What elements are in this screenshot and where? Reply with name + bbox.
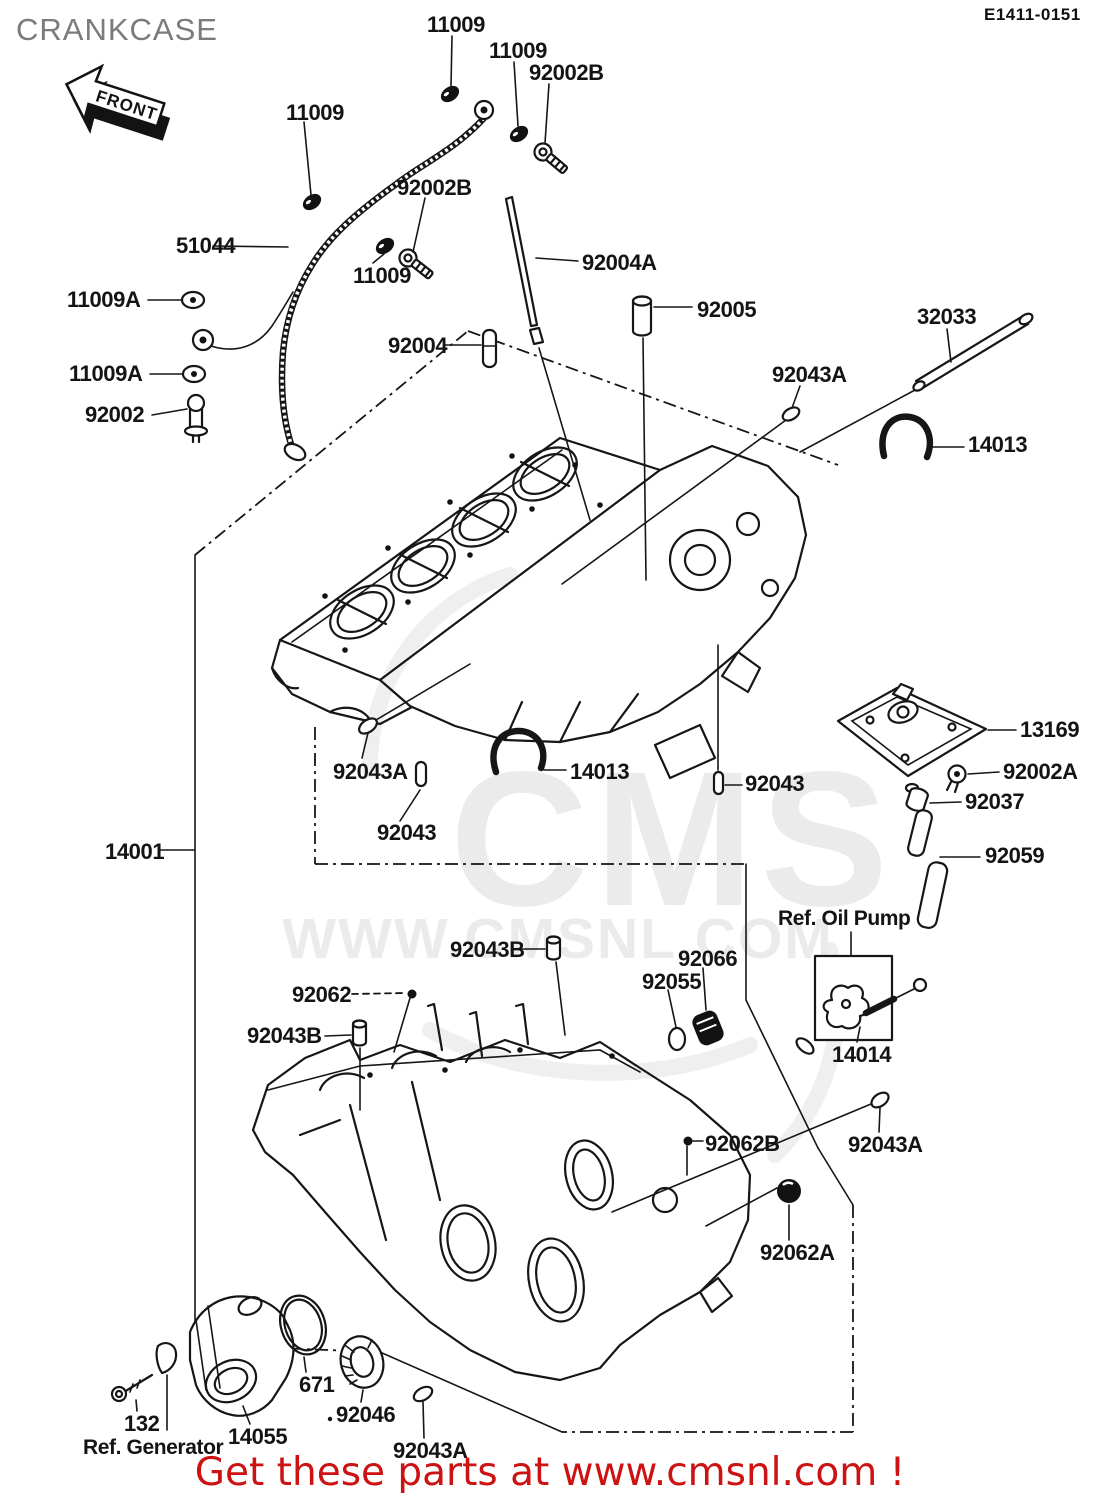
part-label-11009-c: 11009 bbox=[286, 100, 344, 125]
part-label-13169: 13169 bbox=[1020, 717, 1080, 742]
hose-92059 bbox=[907, 809, 949, 929]
rod-32033 bbox=[799, 312, 1034, 453]
part-label-11009a-a: 11009A bbox=[67, 287, 141, 312]
plug-92043a-mid bbox=[611, 1091, 890, 1213]
part-label-14013-b: 14013 bbox=[570, 759, 630, 784]
part-label-92055: 92055 bbox=[642, 969, 702, 994]
battery-cable-51044 bbox=[191, 99, 495, 462]
ring-halves-14013 bbox=[490, 413, 934, 776]
part-label-92002b-a: 92002B bbox=[529, 60, 604, 85]
cap-nuts-11009a bbox=[180, 290, 207, 384]
cms-watermark: CMS WWW.CMSNL.COM bbox=[282, 567, 895, 1163]
ring-92055 bbox=[667, 1026, 687, 1052]
pin-92004 bbox=[481, 328, 498, 369]
part-label-14055: 14055 bbox=[228, 1424, 288, 1449]
upper-crankcase-drawing bbox=[270, 436, 808, 780]
o-ring-671 bbox=[279, 1294, 327, 1356]
part-label-92005: 92005 bbox=[697, 297, 757, 322]
plug-92062a bbox=[705, 1179, 801, 1227]
part-label-92043b-a: 92043B bbox=[450, 937, 525, 962]
part-label-11009-d: 11009 bbox=[353, 263, 411, 288]
part-label-92062a: 92062A bbox=[760, 1240, 835, 1265]
part-label-92043a-c: 92043A bbox=[848, 1132, 923, 1157]
part-label-14013-a: 14013 bbox=[968, 432, 1028, 457]
ref-generator-label: Ref. Generator bbox=[83, 1436, 224, 1459]
plug-92066 bbox=[692, 1010, 724, 1046]
ref-oil-pump-label: Ref. Oil Pump bbox=[778, 907, 911, 930]
leader-lines bbox=[135, 35, 1017, 1439]
part-label-92002: 92002 bbox=[85, 402, 145, 427]
watermark-logo-text: CMS bbox=[450, 731, 895, 946]
part-label-32033: 32033 bbox=[917, 304, 977, 329]
breather-plate-13169 bbox=[836, 682, 988, 794]
part-label-51044: 51044 bbox=[176, 233, 236, 258]
bolt-92002a bbox=[945, 764, 967, 794]
lower-crankcase-drawing bbox=[251, 1002, 752, 1382]
part-label-92043b-b: 92043B bbox=[247, 1023, 322, 1048]
bolt-92002 bbox=[183, 393, 209, 444]
doc-number: E1411-0151 bbox=[984, 5, 1081, 24]
part-label-92043a-a: 92043A bbox=[772, 362, 847, 387]
screw-92062 bbox=[393, 989, 417, 1053]
part-label-132: 132 bbox=[124, 1411, 160, 1436]
part-label-14014: 14014 bbox=[832, 1042, 892, 1067]
promo-banner: Get these parts at www.cmsnl.com ! bbox=[194, 1450, 906, 1495]
part-label-92043a-d: 92043A bbox=[393, 1438, 468, 1463]
dowel-pin-92043a-top bbox=[561, 406, 801, 585]
part-label-92004a: 92004A bbox=[582, 250, 657, 275]
part-label-92043-b: 92043 bbox=[745, 771, 805, 796]
part-label-92062: 92062 bbox=[292, 982, 352, 1007]
part-label-92002b-b: 92002B bbox=[397, 175, 472, 200]
plug-92043a-bottom bbox=[412, 1385, 434, 1403]
bearing-92046 bbox=[339, 1335, 385, 1389]
part-label-671: 671 bbox=[299, 1372, 335, 1397]
part-label-11009-a: 11009 bbox=[427, 12, 485, 37]
plugs-92043b bbox=[351, 935, 566, 1111]
part-label-92066: 92066 bbox=[678, 946, 738, 971]
acorn-nuts-11009 bbox=[302, 85, 529, 255]
bolt-132 bbox=[110, 1373, 154, 1403]
part-label-92002a: 92002A bbox=[1003, 759, 1078, 784]
part-label-11009a-b: 11009A bbox=[69, 361, 143, 386]
bolts-92002b bbox=[398, 142, 569, 280]
part-label-92062b: 92062B bbox=[705, 1131, 780, 1156]
dowel-92005 bbox=[631, 295, 653, 581]
washer-132 bbox=[155, 1342, 178, 1431]
page-title: CRANKCASE bbox=[16, 12, 218, 47]
pins-92043 bbox=[358, 644, 725, 796]
part-label-92059: 92059 bbox=[985, 843, 1045, 868]
part-label-92043-a: 92043 bbox=[377, 820, 437, 845]
part-label-14001: 14001 bbox=[105, 839, 165, 864]
part-label-11009-b: 11009 bbox=[489, 38, 547, 63]
part-label-92043a-b: 92043A bbox=[333, 759, 408, 784]
oil-pump-ref-box bbox=[795, 954, 928, 1055]
front-arrow-icon: FRONT bbox=[64, 63, 171, 141]
part-label-92046: 92046 bbox=[336, 1402, 396, 1427]
part-label-92037: 92037 bbox=[965, 789, 1025, 814]
part-label-92004: 92004 bbox=[388, 333, 448, 358]
generator-cover-14055 bbox=[188, 1295, 295, 1417]
oil-pipe-92004a bbox=[504, 195, 591, 521]
